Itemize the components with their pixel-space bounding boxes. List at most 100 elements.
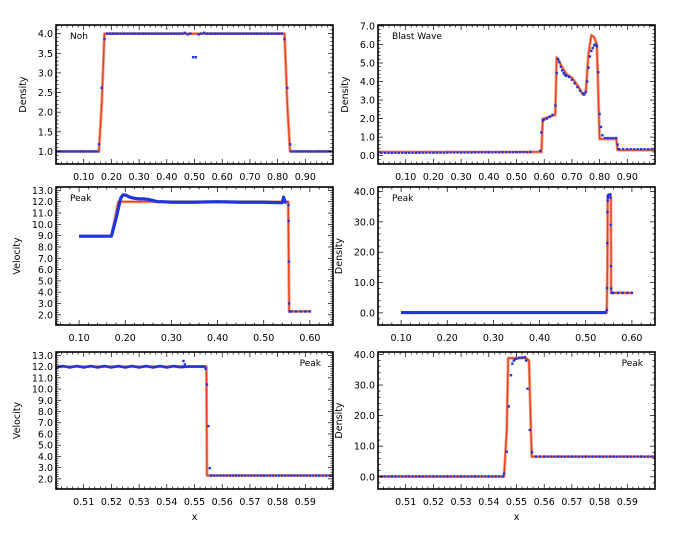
reference-line-glow xyxy=(378,33,655,154)
simulation-marker xyxy=(290,150,293,153)
simulation-marker xyxy=(205,32,209,35)
simulation-marker xyxy=(435,475,438,478)
simulation-marker xyxy=(520,356,524,359)
simulation-marker xyxy=(622,148,625,151)
y-tick-label: 1.0 xyxy=(360,133,375,144)
simulation-marker xyxy=(584,455,587,458)
simulation-marker xyxy=(515,150,518,154)
simulation-marker xyxy=(477,151,480,154)
simulation-marker xyxy=(139,32,142,35)
y-axis-label: Density xyxy=(340,76,351,112)
simulation-marker xyxy=(599,125,603,129)
simulation-marker xyxy=(383,475,387,478)
simulation-marker xyxy=(301,150,304,153)
simulation-marker xyxy=(241,474,244,477)
x-tick-label: 0.59 xyxy=(617,497,638,508)
y-tick-label: 2.0 xyxy=(38,474,53,485)
simulation-marker xyxy=(175,32,178,35)
simulation-marker xyxy=(278,474,281,477)
simulation-marker xyxy=(538,149,542,153)
simulation-marker xyxy=(234,474,238,477)
simulation-marker xyxy=(74,150,77,153)
y-axis-label: Density xyxy=(18,76,29,112)
simulation-marker xyxy=(567,455,570,458)
simulation-marker xyxy=(633,148,636,151)
simulation-marker xyxy=(554,104,557,107)
simulation-marker xyxy=(394,475,397,478)
simulation-marker xyxy=(456,475,459,478)
simulation-marker xyxy=(304,150,307,153)
simulation-marker xyxy=(133,32,137,35)
y-tick-label: 5.0 xyxy=(38,441,53,452)
simulation-marker xyxy=(491,151,494,154)
simulation-marker xyxy=(588,55,592,58)
simulation-marker xyxy=(239,32,242,35)
y-tick-label: 12.0 xyxy=(32,362,53,373)
plot-area xyxy=(79,193,312,313)
simulation-marker xyxy=(247,474,250,477)
y-tick-label: 8.0 xyxy=(38,407,53,418)
y-tick-label: 40.0 xyxy=(354,187,375,198)
y-tick-label: 0.0 xyxy=(360,472,375,483)
simulation-marker xyxy=(305,474,308,477)
simulation-marker xyxy=(323,150,326,153)
y-tick-label: 3.0 xyxy=(38,463,53,474)
simulation-marker xyxy=(287,302,291,305)
simulation-marker xyxy=(609,193,612,196)
simulation-marker xyxy=(225,474,228,477)
x-tick-label: 0.10 xyxy=(395,172,416,183)
simulation-marker xyxy=(541,119,545,122)
simulation-marker xyxy=(439,151,442,154)
x-tick-label: 0.40 xyxy=(478,172,499,183)
simulation-marker xyxy=(581,455,584,458)
simulation-marker xyxy=(219,32,223,35)
simulation-marker xyxy=(290,310,293,313)
simulation-marker xyxy=(494,475,497,478)
simulation-marker xyxy=(639,147,643,151)
simulation-marker xyxy=(513,358,517,361)
y-tick-label: 20.0 xyxy=(354,248,375,259)
simulation-marker xyxy=(563,73,567,77)
simulation-marker xyxy=(518,151,522,154)
simulation-marker xyxy=(538,455,542,458)
y-tick-label: 2.0 xyxy=(360,114,375,125)
simulation-marker xyxy=(435,151,438,154)
simulation-marker xyxy=(590,49,593,53)
simulation-marker xyxy=(523,355,527,359)
simulation-marker xyxy=(280,32,283,35)
simulation-marker xyxy=(283,37,286,41)
simulation-marker xyxy=(324,474,328,477)
y-tick-label: 3.0 xyxy=(38,299,53,310)
x-tick-label: 0.40 xyxy=(156,172,177,183)
simulation-marker xyxy=(214,32,217,35)
simulation-marker xyxy=(612,136,615,140)
simulation-marker xyxy=(236,32,239,35)
simulation-marker xyxy=(459,151,463,154)
panel-annotation: Blast Wave xyxy=(392,32,442,42)
x-axis-label: x xyxy=(192,512,198,523)
simulation-marker xyxy=(646,148,650,151)
y-tick-label: 0.0 xyxy=(360,151,375,162)
simulation-marker xyxy=(207,424,210,428)
simulation-marker xyxy=(463,475,466,478)
y-axis-label: Density xyxy=(334,238,345,274)
simulation-marker xyxy=(258,32,261,35)
simulation-marker xyxy=(404,475,407,478)
y-axis-label: Density xyxy=(334,402,345,438)
simulation-marker xyxy=(79,150,83,153)
simulation-marker xyxy=(543,118,546,121)
x-tick-label: 0.51 xyxy=(395,497,416,508)
x-tick-label: 0.58 xyxy=(589,497,610,508)
simulation-marker xyxy=(621,291,624,295)
simulation-marker xyxy=(253,474,256,477)
simulation-marker xyxy=(581,92,585,95)
simulation-marker xyxy=(228,474,231,477)
simulation-marker xyxy=(180,365,184,368)
simulation-marker xyxy=(487,151,490,154)
simulation-marker xyxy=(284,474,287,477)
simulation-marker xyxy=(650,455,653,458)
simulation-marker xyxy=(446,475,449,478)
simulation-marker xyxy=(96,150,99,153)
